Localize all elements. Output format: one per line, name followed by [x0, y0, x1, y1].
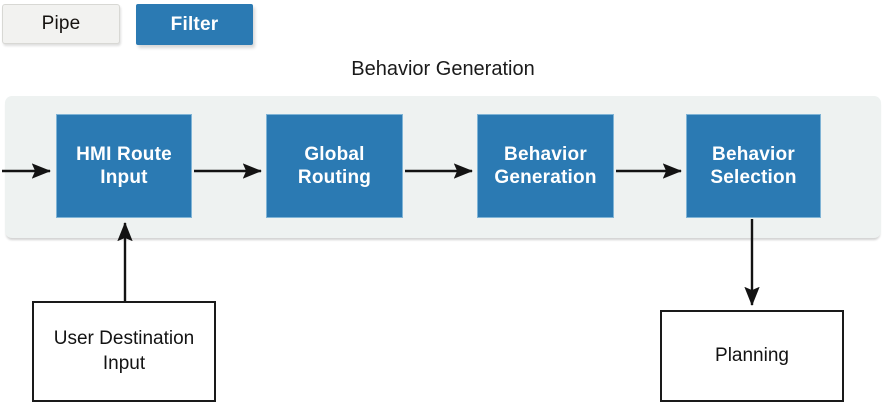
plain-box-planning-label: Planning	[715, 344, 789, 366]
tab-filter-label: Filter	[170, 13, 219, 35]
tab-pipe-label: Pipe	[41, 13, 81, 34]
tab-filter[interactable]: Filter	[136, 4, 253, 45]
diagram-title: Behavior Generation	[351, 58, 535, 80]
plain-box-planning[interactable]: Planning	[660, 310, 844, 402]
tab-bar: Pipe Filter	[0, 0, 886, 48]
tab-pipe[interactable]: Pipe	[2, 4, 120, 44]
